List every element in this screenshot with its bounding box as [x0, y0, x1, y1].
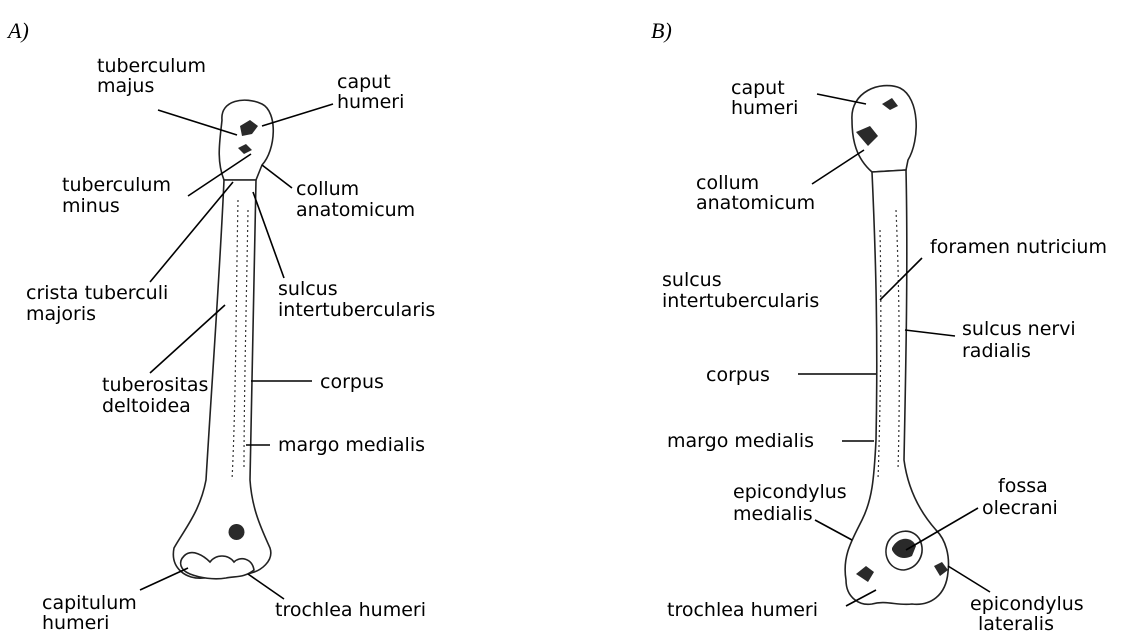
label-text: humeri: [337, 91, 404, 113]
label-b-trochlea-humeri: trochlea humeri: [667, 590, 876, 621]
label-text: foramen nutricium: [930, 236, 1107, 258]
leader-line: [248, 574, 284, 599]
leader-line: [140, 568, 188, 590]
label-text: collum: [296, 178, 359, 200]
label-a-capitulum-humeri: capitulum humeri: [42, 568, 188, 632]
humerus-posterior-drawing: [845, 86, 948, 605]
label-text: anatomicum: [296, 199, 415, 221]
label-text: caput: [731, 77, 785, 99]
label-a-tuberositas-deltoidea: tuberositas deltoidea: [102, 305, 225, 417]
label-text: sulcus: [278, 278, 338, 300]
label-text: medialis: [733, 503, 813, 525]
label-text: margo medialis: [667, 430, 814, 452]
leader-line: [812, 150, 864, 184]
label-a-collum-anatomicum: collum anatomicum: [262, 165, 415, 221]
leader-line: [905, 330, 955, 336]
label-b-margo-medialis: margo medialis: [667, 430, 874, 452]
leader-line: [262, 104, 333, 126]
panel-b-letter: B): [651, 18, 672, 43]
label-text: epicondylus: [733, 481, 847, 503]
label-text: majus: [97, 75, 154, 97]
label-text: sulcus nervi: [962, 318, 1076, 340]
label-text: humeri: [42, 612, 109, 632]
label-text: humeri: [731, 97, 798, 119]
label-a-trochlea-humeri: trochlea humeri: [248, 574, 426, 621]
leader-line: [815, 520, 852, 540]
label-b-foramen-nutricium: foramen nutricium: [880, 236, 1107, 300]
label-text: anatomicum: [696, 192, 815, 214]
label-b-sulcus-nervi-radialis: sulcus nervi radialis: [905, 318, 1076, 362]
label-text: lateralis: [978, 613, 1054, 632]
label-text: margo medialis: [278, 434, 425, 456]
label-text: trochlea humeri: [667, 599, 818, 621]
label-text: tuberculum: [97, 55, 206, 77]
label-text: capitulum: [42, 592, 137, 614]
label-b-epicondylus-lateralis: epicondylus lateralis: [948, 566, 1084, 632]
label-text: tuberositas: [102, 374, 208, 396]
label-a-caput-humeri: caput humeri: [262, 71, 404, 126]
label-text: majoris: [26, 303, 96, 325]
label-b-corpus: corpus: [706, 364, 876, 386]
leader-line: [948, 566, 990, 592]
label-text: minus: [62, 195, 120, 217]
label-text: fossa: [998, 475, 1048, 497]
leader-line: [253, 192, 284, 278]
label-text: sulcus: [662, 269, 722, 291]
label-text: caput: [337, 71, 391, 93]
label-a-margo-medialis: margo medialis: [246, 434, 425, 456]
label-text: tuberculum: [62, 174, 171, 196]
label-text: crista tuberculi: [26, 282, 168, 304]
label-b-collum-anatomicum: collum anatomicum: [696, 150, 864, 214]
label-text: intertubercularis: [662, 290, 819, 312]
label-text: olecrani: [982, 497, 1058, 519]
label-b-epicondylus-medialis: epicondylus medialis: [733, 481, 852, 540]
label-text: intertubercularis: [278, 299, 435, 321]
label-text: collum: [696, 172, 759, 194]
label-text: trochlea humeri: [275, 599, 426, 621]
label-b-caput-humeri: caput humeri: [731, 77, 866, 119]
panel-a-letter: A): [6, 18, 29, 43]
label-text: deltoidea: [102, 395, 191, 417]
label-a-tuberculum-majus: tuberculum majus: [97, 55, 237, 135]
label-text: corpus: [706, 364, 770, 386]
label-text: corpus: [320, 371, 384, 393]
label-b-sulcus-intertubercularis: sulcus intertubercularis: [662, 269, 819, 312]
leader-line: [262, 165, 292, 188]
label-text: radialis: [962, 340, 1031, 362]
label-text: epicondylus: [970, 593, 1084, 615]
label-a-corpus: corpus: [251, 371, 384, 393]
label-a-crista-tuberculi-majoris: crista tuberculi majoris: [26, 182, 233, 325]
